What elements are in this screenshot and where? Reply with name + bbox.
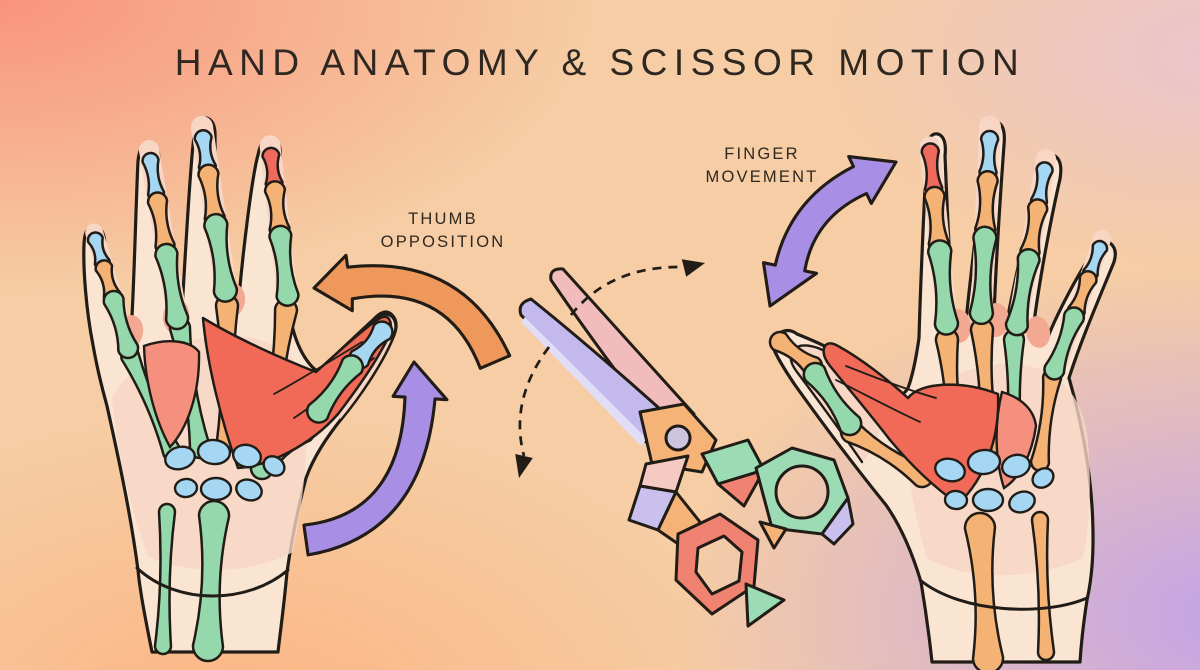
forearm-bone <box>191 499 231 663</box>
carpal-bone <box>934 457 966 483</box>
phalanx-bone <box>261 146 284 192</box>
blade-bevel-highlight <box>521 317 647 446</box>
thumb-opposition-label: THUMB OPPOSITION <box>381 208 506 254</box>
right-finger-bones <box>768 129 1109 437</box>
left-wrist-crease <box>135 566 290 598</box>
carpal-bone <box>231 443 263 469</box>
finger-web-pad <box>1025 316 1051 348</box>
phalanx-bone <box>268 224 300 307</box>
carpal-bone <box>943 489 969 511</box>
phalanx-bone <box>102 289 140 360</box>
finger-movement-label-line2: MOVEMENT <box>705 167 819 186</box>
phalanx-bone <box>1043 306 1086 381</box>
phalanx-bone <box>203 212 239 303</box>
carpal-bone <box>1008 490 1036 514</box>
phalanx-bone <box>968 225 998 326</box>
thumb-opposition-label-line1: THUMB <box>408 210 478 228</box>
left-muscle-light <box>142 340 201 450</box>
phalanx-bone <box>146 191 176 256</box>
carpal-bone <box>164 445 196 471</box>
left-wrist-bones <box>153 438 286 663</box>
left-hand-diagram <box>82 115 398 663</box>
thumb-opposition-label-line2: OPPOSITION <box>380 232 506 251</box>
page-title: HAND ANATOMY & SCISSOR MOTION <box>174 42 1026 83</box>
scissor-pivot-screw <box>664 424 692 452</box>
phalanx-bone <box>197 163 226 229</box>
scissors-diagram <box>515 259 855 628</box>
finger-movement-label-line1: FINGER <box>724 145 800 163</box>
phalanx-bone <box>974 170 999 241</box>
carpal-bone <box>196 438 232 466</box>
right-muscle-fiber-line <box>845 365 937 399</box>
forearm-bone <box>153 502 177 656</box>
carpal-bone <box>966 448 1002 476</box>
forearm-bone <box>963 511 1005 670</box>
phalanx-bone <box>1029 161 1054 210</box>
phalanx-bone <box>1019 198 1049 262</box>
phalanx-bone <box>154 242 190 331</box>
right-wrist-bones <box>934 448 1056 670</box>
finger-movement-arrow <box>761 155 898 308</box>
phalanx-bone <box>978 129 1000 182</box>
carpal-bone <box>173 477 199 499</box>
phalanx-bone <box>920 142 944 198</box>
phalanx-bone <box>802 361 863 437</box>
left-finger-bones <box>86 129 394 424</box>
left-muscle-fiber-line <box>273 341 363 395</box>
thumb-opposition-arrow <box>312 253 512 370</box>
right-hand-diagram <box>768 115 1117 670</box>
finger-movement-label: FINGER MOVEMENT <box>706 143 819 189</box>
phalanx-bone <box>141 151 166 203</box>
phalanx-bone <box>923 185 951 255</box>
phalanx-bone <box>1004 248 1041 337</box>
carpal-bone <box>235 478 263 502</box>
blade-open-arrowhead-icon <box>681 259 705 277</box>
carpal-bone <box>1031 467 1055 489</box>
scissor-facet-orange-small <box>758 520 788 550</box>
scissor-facet-red <box>716 468 766 508</box>
phalanx-bone <box>263 180 291 240</box>
thumb-lift-arrow <box>302 360 449 557</box>
phalanx-bone <box>193 129 217 176</box>
blade-close-arc <box>518 346 551 457</box>
scissor-facet-lavender-small <box>820 496 855 546</box>
phalanx-bone <box>927 239 960 336</box>
carpal-bone <box>971 487 1005 513</box>
carpal-bone <box>1000 453 1032 479</box>
right-wrist-crease <box>918 578 1089 611</box>
phalanx-bone <box>1082 239 1109 281</box>
blade-close-arrowhead-icon <box>515 454 533 478</box>
right-muscle-fiber-line <box>835 379 921 423</box>
scissor-facet-green-tip <box>744 582 786 628</box>
phalanx-bone <box>348 320 394 370</box>
blade-motion-arcs <box>515 259 705 478</box>
phalanx-bone <box>305 354 365 424</box>
carpal-bone <box>262 455 286 477</box>
carpal-bone <box>199 476 233 502</box>
